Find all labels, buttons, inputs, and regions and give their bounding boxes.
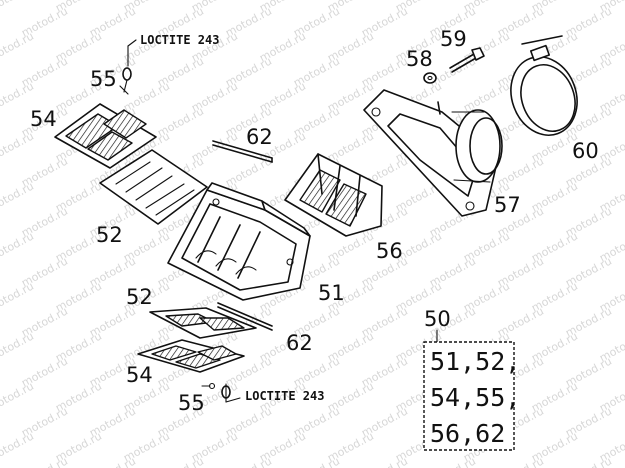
hose-clamp [510, 35, 578, 136]
label-52-top: 52 [96, 223, 123, 247]
watermark: motod.ru [0, 279, 36, 314]
label-54-top: 54 [30, 107, 57, 131]
loctite-note-bottom: LOCTITE 243 [245, 389, 324, 403]
watermark: motod.ru [359, 454, 410, 468]
watermark: motod.ru [291, 454, 342, 468]
watermark: motod.ru [495, 454, 546, 468]
kit-line-1: 51,52, [430, 347, 520, 376]
watermark: motod.ru [0, 379, 36, 414]
leader-lines [127, 39, 438, 403]
kit-line-2: 54,55, [430, 383, 520, 412]
label-56: 56 [376, 239, 403, 263]
label-60: 60 [572, 139, 599, 163]
watermark: motod.ru [0, 179, 36, 214]
intake-manifold [363, 89, 503, 217]
label-50: 50 [424, 307, 451, 331]
stopper-pin-bottom [217, 302, 273, 331]
watermark: motod.ru [19, 454, 70, 468]
watermark: motod.ru [87, 454, 138, 468]
kit-line-3: 56,62 [430, 419, 505, 448]
bolt [449, 47, 485, 73]
watermark: motod.ru [427, 454, 478, 468]
watermark: motod.ru [0, 29, 36, 64]
screw-top [119, 67, 132, 95]
label-58: 58 [406, 47, 433, 71]
label-57: 57 [494, 193, 521, 217]
reed-plate-top [99, 149, 208, 225]
label-51: 51 [318, 281, 345, 305]
label-62-bottom: 62 [286, 331, 313, 355]
watermark: motod.ru [223, 454, 274, 468]
spacer-deflector [284, 153, 383, 237]
watermark: motod.ru [155, 454, 206, 468]
reed-petal-plate-bottom [137, 339, 245, 373]
label-59: 59 [440, 27, 467, 51]
label-55-top: 55 [90, 67, 117, 91]
reed-petal-plate-top [54, 103, 157, 169]
label-52-bottom: 52 [126, 285, 153, 309]
stopper-pin-top [212, 140, 273, 163]
washer [423, 72, 437, 84]
watermark: motod.ru [0, 229, 36, 264]
kit-contents-box: 51,52, 54,55, 56,62 [423, 341, 520, 451]
watermark: motod.ru [0, 429, 36, 464]
reed-valve-body [167, 182, 311, 301]
watermark: motod.ru [563, 454, 614, 468]
watermark: motod.ru [0, 0, 36, 15]
label-54-bottom: 54 [126, 363, 153, 387]
watermark: motod.ru [0, 129, 36, 164]
reed-plate-bottom [149, 307, 257, 339]
label-62-top: 62 [246, 125, 273, 149]
loctite-note-top: LOCTITE 243 [140, 33, 219, 47]
watermark: motod.ru [0, 329, 36, 364]
label-55-bottom: 55 [178, 391, 205, 415]
